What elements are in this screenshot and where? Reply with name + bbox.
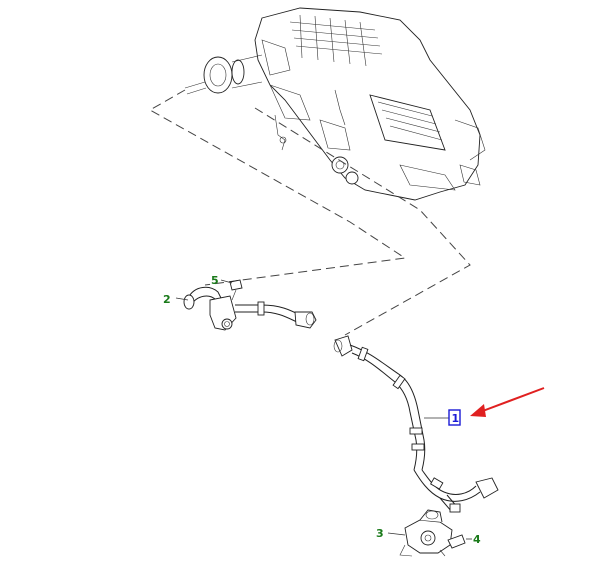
callout-3: 3 <box>376 527 384 540</box>
heater-hose-upper <box>183 279 317 331</box>
callout-4: 4 <box>473 533 481 546</box>
heater-hose-main <box>333 335 499 513</box>
hvac-housing-assembly <box>184 7 486 201</box>
callout-1-box <box>448 409 461 426</box>
red-arrow-icon <box>470 387 545 417</box>
callout-2: 2 <box>163 293 171 306</box>
leader-lines <box>175 279 472 540</box>
coolant-valve-assembly <box>399 509 466 557</box>
phantom-lines <box>148 89 471 336</box>
callout-1: 1 <box>452 412 460 425</box>
callout-5: 5 <box>211 274 219 287</box>
